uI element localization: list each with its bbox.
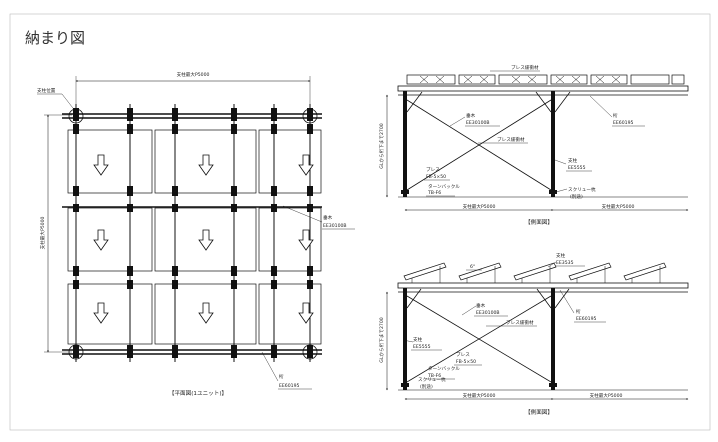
- plan-rafter-leader: [282, 205, 323, 223]
- side2-brace-code: FB-5×50: [456, 359, 476, 365]
- plan-rafters: [75, 104, 311, 362]
- plan-panels: [67, 129, 322, 345]
- plan-pillar-pos-label: 支柱位置: [37, 87, 56, 94]
- panel: [258, 207, 322, 272]
- side2-pillar-label: 支柱: [413, 336, 423, 343]
- side1-brace-label: ブレス: [426, 166, 440, 173]
- side2-angle-label: 6°: [470, 264, 475, 270]
- plan-rafter-code: EE30100B: [323, 223, 347, 229]
- side1-caption: 【側面図】: [525, 218, 553, 226]
- plan-purlin-label: 桁: [279, 373, 284, 380]
- side2-pillar-code: EE5555: [413, 344, 431, 350]
- plan-caption: 【平面図(1ユニット)】: [169, 390, 227, 397]
- side1-screw-note: (別途): [570, 193, 583, 200]
- side1-screw-pile-label: スクリュー杭: [568, 186, 596, 193]
- side2-dim-left-label: 支柱最大P5000: [463, 392, 496, 399]
- side2-pillar-left: [403, 288, 407, 390]
- side1-rafter-code: EE30100B: [466, 120, 490, 126]
- side2-screw-pile-label: スクリュー杭: [418, 376, 446, 383]
- panel: [67, 129, 153, 194]
- side1-pillar-code: EE5555: [568, 165, 586, 171]
- plan-clamps: [73, 108, 313, 358]
- side1-dim-right-label: 支柱最大P5000: [602, 203, 635, 210]
- side2-rafter-label: 垂木: [476, 302, 486, 309]
- side2-rafter-code: EE30100B: [476, 310, 500, 316]
- side2-pillar-top-code: EE3535: [556, 260, 574, 266]
- side1-panels: [406, 74, 685, 85]
- side2-purlin-beam: [397, 282, 689, 289]
- plan-dim-top-label: 支柱最大P5000: [177, 71, 210, 78]
- side2-turnbuckle-label: ターンバックル: [428, 365, 460, 372]
- side1-height-dim-label: GLから桁下まで2700: [378, 123, 385, 168]
- side-view-1: ブレス緩衝材 GLから桁下まで2700 垂木 EE30100B ブレス緩衝材 桁…: [378, 64, 689, 226]
- side2-caption: 【側面図】: [525, 408, 553, 416]
- side1-brace-member-label: ブレス緩衝材: [497, 136, 525, 143]
- sheet-frame: [9, 13, 711, 431]
- plan-purlin-leader: [261, 351, 279, 382]
- side2-panel-supports: [411, 266, 661, 283]
- side1-dim-left-label: 支柱最大P5000: [463, 203, 496, 210]
- side2-purlin-label: 桁: [576, 308, 581, 315]
- side1-brace-code: FB-5×50: [426, 174, 446, 180]
- side2-brace-label: ブレス: [456, 351, 470, 358]
- side-view-2: 6° 支柱 EE3535 GLから桁下まで2700 垂木 EE30100B ブレ…: [378, 252, 689, 416]
- panel: [258, 129, 322, 194]
- side1-rafter-label: 垂木: [466, 112, 476, 119]
- panel: [67, 207, 153, 272]
- side2-height-dim-label: GLから桁下まで2700: [378, 317, 385, 362]
- side1-purlin-code: EE60195: [613, 120, 633, 126]
- plan-pillar-circles: [68, 108, 318, 360]
- side1-pillar-label: 支柱: [568, 157, 578, 164]
- side2-pillar-right: [551, 288, 555, 390]
- plan-slope-arrows: [93, 154, 314, 324]
- panel: [67, 283, 153, 345]
- side1-panel-hatch: [419, 75, 621, 84]
- side1-brace-b: [406, 99, 552, 191]
- side2-purlin-code: EE60195: [576, 316, 596, 322]
- side2-turnbuckle-code: TB-F6: [427, 373, 441, 379]
- page-title: 納まり図: [25, 29, 85, 47]
- plan-view: 支柱最大P5000 支柱最大P5000 支柱位置: [37, 71, 355, 397]
- side1-turnbuckle-label: ターンバックル: [428, 183, 460, 190]
- side2-dim-right-label: 支柱最大P5000: [590, 392, 623, 399]
- plan-rafter-label: 垂木: [323, 214, 333, 221]
- side1-pillar-right: [551, 91, 555, 197]
- plan-purlin-code: EE60195: [279, 383, 299, 389]
- side2-screw-note: (別途): [420, 383, 433, 390]
- side1-purlin-beam: [397, 85, 689, 92]
- plan-purlins: [62, 113, 322, 355]
- side2-brace-member-label: ブレス緩衝材: [506, 319, 534, 326]
- side1-pillar-left: [403, 91, 407, 197]
- side1-brace-member-top-label: ブレス緩衝材: [511, 64, 539, 71]
- plan-dim-left-label: 支柱最大P5000: [39, 217, 46, 250]
- side2-tilted-panels: [403, 262, 667, 281]
- side1-turnbuckle-code: TB-F6: [427, 190, 441, 196]
- side1-purlin-label: 桁: [613, 112, 618, 119]
- side2-pillar-top-label: 支柱: [556, 252, 566, 259]
